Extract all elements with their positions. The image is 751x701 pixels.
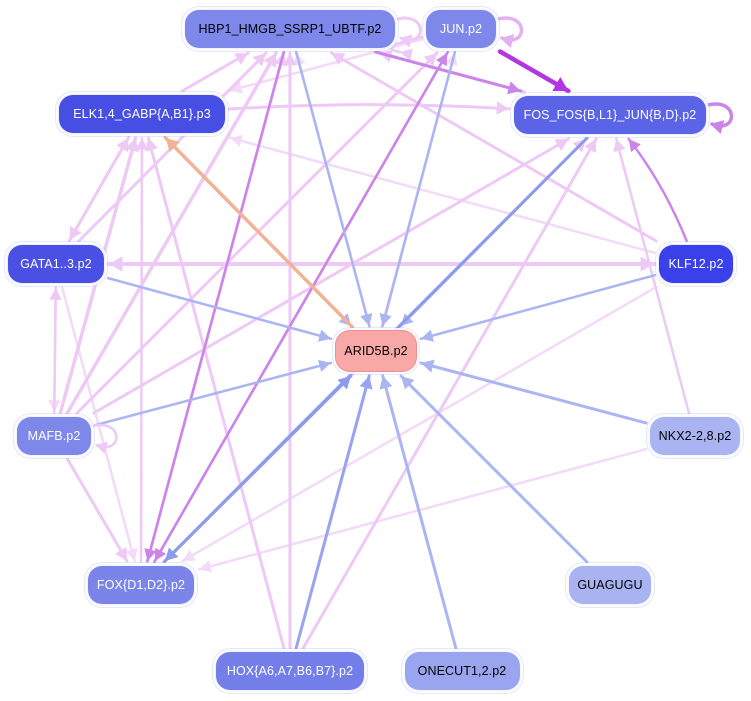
edge-arrowhead bbox=[125, 548, 138, 561]
edge-arrowhead bbox=[49, 288, 62, 300]
edge-arrowhead bbox=[199, 560, 212, 573]
edge-arrowhead bbox=[628, 139, 641, 153]
edge-arrowhead bbox=[500, 34, 515, 49]
edge-arrowhead bbox=[318, 329, 331, 342]
graph-edge bbox=[419, 273, 657, 341]
graph-edge bbox=[374, 50, 523, 93]
node-label: ONECUT1,2.p2 bbox=[417, 664, 507, 678]
node-label: GATA1..3.p2 bbox=[20, 257, 92, 271]
graph-edge bbox=[627, 137, 688, 243]
graph-edge bbox=[139, 136, 144, 564]
node-label: NKX2-2,8.p2 bbox=[658, 429, 732, 443]
edge-arrowhead bbox=[234, 53, 249, 65]
edge-arrowhead bbox=[399, 34, 413, 48]
graph-node-gata[interactable]: GATA1..3.p2 bbox=[7, 244, 105, 284]
edge-arrowhead bbox=[379, 376, 393, 390]
graph-node-nkx[interactable]: NKX2-2,8.p2 bbox=[649, 416, 741, 456]
graph-node-hbp1[interactable]: HBP1_HMGB_SSRP1_UBTF.p2 bbox=[184, 9, 396, 49]
edge-arrowhead bbox=[263, 53, 277, 68]
edge-arrowhead bbox=[496, 101, 509, 115]
graph-edge bbox=[329, 51, 658, 243]
edge-arrowhead bbox=[164, 547, 179, 561]
graph-edge bbox=[65, 457, 129, 563]
node-label: MAFB.p2 bbox=[27, 429, 81, 443]
edge-arrowhead bbox=[360, 313, 373, 326]
graph-node-fox[interactable]: FOX{D1,D2}.p2 bbox=[87, 565, 195, 605]
edge-arrowhead bbox=[507, 81, 521, 95]
graph-edge bbox=[181, 285, 658, 563]
graph-node-mafb[interactable]: MAFB.p2 bbox=[16, 416, 92, 456]
edge-arrowhead bbox=[182, 549, 196, 561]
edge-arrowhead bbox=[400, 48, 413, 61]
graph-edge bbox=[399, 374, 589, 564]
edge-arrowhead bbox=[230, 81, 243, 94]
node-label: ARID5B.p2 bbox=[344, 344, 408, 358]
graph-edge bbox=[106, 276, 333, 341]
edge-arrowhead bbox=[421, 359, 435, 373]
edge-arrowhead bbox=[379, 313, 392, 326]
edge-arrowhead bbox=[554, 139, 569, 151]
edge-arrowhead bbox=[135, 138, 149, 150]
graph-node-klf[interactable]: KLF12.p2 bbox=[658, 244, 734, 284]
edge-arrowhead bbox=[114, 546, 127, 561]
graph-edge bbox=[197, 447, 648, 571]
edge-arrowhead bbox=[552, 77, 569, 91]
edge-arrowhead bbox=[584, 139, 597, 154]
graph-node-elk[interactable]: ELK1,4_GABP{A,B1}.p3 bbox=[58, 94, 226, 134]
edge-arrowhead bbox=[710, 120, 725, 135]
node-label: KLF12.p2 bbox=[668, 257, 724, 271]
graph-edge bbox=[92, 137, 570, 415]
graph-edge bbox=[68, 135, 131, 242]
graph-edge bbox=[294, 374, 371, 650]
graph-edge bbox=[301, 137, 598, 650]
edge-arrowhead bbox=[423, 53, 437, 67]
node-label: GUAGUGU bbox=[577, 578, 643, 592]
edge-arrowhead bbox=[435, 53, 448, 67]
node-label: HOX{A6,A7,B6,B7}.p2 bbox=[226, 664, 354, 678]
graph-edge bbox=[419, 361, 648, 425]
graph-edge bbox=[227, 103, 511, 111]
edge-arrowhead bbox=[125, 138, 139, 153]
graph-edge bbox=[163, 136, 355, 329]
graph-node-fos[interactable]: FOS_FOS{B,L1}_JUN{B,D}.p2 bbox=[513, 95, 707, 135]
graph-node-guagugu[interactable]: GUAGUGU bbox=[568, 565, 652, 605]
edge-arrowhead bbox=[109, 256, 123, 272]
edge-arrowhead bbox=[331, 53, 346, 65]
edge-arrowhead bbox=[165, 138, 180, 153]
node-label: FOX{D1,D2}.p2 bbox=[96, 578, 186, 592]
edge-arrowhead bbox=[359, 376, 373, 390]
graph-edge bbox=[53, 286, 57, 415]
node-label: ELK1,4_GABP{A,B1}.p3 bbox=[73, 107, 211, 121]
graph-edge bbox=[180, 51, 250, 93]
edge-arrowhead bbox=[145, 138, 159, 152]
node-label: JUN.p2 bbox=[439, 22, 483, 36]
edge-arrowhead bbox=[318, 359, 331, 372]
edge-arrowhead bbox=[95, 441, 108, 454]
edge-arrowhead bbox=[283, 53, 297, 66]
edge-arrowhead bbox=[69, 225, 82, 240]
graph-edge bbox=[294, 50, 371, 328]
graph-node-hox[interactable]: HOX{A6,A7,B6,B7}.p2 bbox=[215, 651, 365, 691]
graph-edge bbox=[75, 51, 439, 415]
graph-edge bbox=[152, 51, 449, 564]
graph-node-jun[interactable]: JUN.p2 bbox=[425, 9, 497, 49]
edge-arrowhead bbox=[401, 376, 415, 390]
graph-node-onecut[interactable]: ONECUT1,2.p2 bbox=[403, 651, 521, 691]
graph-edge bbox=[228, 136, 657, 255]
edge-arrowhead bbox=[144, 548, 157, 561]
node-label: FOS_FOS{B,L1}_JUN{B,D}.p2 bbox=[523, 108, 697, 122]
graph-edge bbox=[381, 374, 458, 650]
graph-node-arid5b[interactable]: ARID5B.p2 bbox=[335, 330, 417, 372]
edge-arrowhead bbox=[421, 329, 434, 342]
edge-arrowhead bbox=[230, 134, 243, 147]
edge-arrowhead bbox=[613, 139, 626, 152]
graph-edge bbox=[65, 51, 278, 415]
graph-edge bbox=[228, 38, 424, 92]
graph-edge bbox=[381, 50, 457, 328]
graph-edge bbox=[93, 361, 333, 427]
edge-arrowhead bbox=[252, 53, 267, 67]
node-label: HBP1_HMGB_SSRP1_UBTF.p2 bbox=[198, 22, 382, 36]
